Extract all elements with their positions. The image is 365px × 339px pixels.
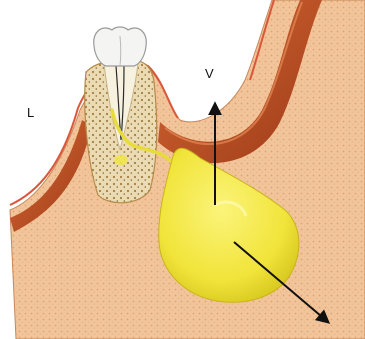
periapical-lesion (114, 155, 128, 165)
label-lingual: L (27, 105, 34, 120)
label-vestibular: V (205, 66, 214, 81)
